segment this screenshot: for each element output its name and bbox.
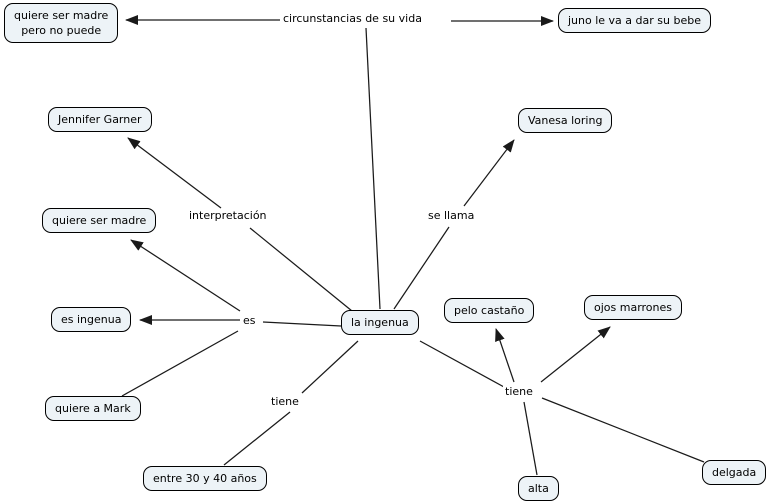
concept-jennifer-garner[interactable]: Jennifer Garner [48, 107, 152, 132]
linking-phrase-tiene-left[interactable]: tiene [269, 395, 301, 409]
connector-es-to-quiere-a-mark [121, 330, 239, 397]
linking-phrase-tiene-right[interactable]: tiene [503, 385, 535, 399]
concept-alta[interactable]: alta [518, 476, 559, 501]
concept-entre-30-y-40-anos[interactable]: entre 30 y 40 años [143, 466, 267, 491]
concept-quiere-a-mark[interactable]: quiere a Mark [45, 396, 141, 421]
linking-phrase-es[interactable]: es [241, 314, 258, 328]
connector-la-ingenua-to-interpretacion [249, 227, 353, 312]
connector-se-llama-to-vanesa-loring [463, 139, 515, 207]
concept-quiere-ser-madre-pero-no-puede[interactable]: quiere ser madre pero no puede [4, 3, 119, 43]
concept-ojos-marrones[interactable]: ojos marrones [584, 295, 683, 320]
concept-vanesa-loring[interactable]: Vanesa loring [518, 108, 613, 133]
connector-la-ingenua-to-circunstancias [365, 27, 381, 310]
connector-la-ingenua-to-tiene-right [419, 340, 505, 388]
connector-la-ingenua-to-se-llama [393, 226, 450, 310]
concept-delgada[interactable]: delgada [702, 460, 766, 485]
connector-tiene-right-to-pelo-castano [495, 328, 515, 383]
concept-quiere-ser-madre[interactable]: quiere ser madre [42, 208, 157, 233]
connector-la-ingenua-to-es [262, 321, 342, 327]
concept-pelo-castano[interactable]: pelo castaño [444, 298, 535, 323]
connector-tiene-right-to-alta [523, 401, 538, 476]
linking-phrase-se-llama[interactable]: se llama [426, 209, 477, 223]
linking-phrase-circunstancias-de-su-vida[interactable]: circunstancias de su vida [281, 12, 424, 26]
connector-la-ingenua-to-tiene-left [301, 340, 359, 394]
connector-interpretacion-to-jennifer-garner [127, 137, 222, 209]
connector-es-to-quiere-ser-madre [130, 239, 241, 312]
connector-tiene-right-to-ojos-marrones [540, 326, 611, 383]
concept-la-ingenua[interactable]: la ingenua [341, 310, 419, 335]
linking-phrase-interpretacion[interactable]: interpretación [187, 209, 269, 223]
concept-es-ingenua[interactable]: es ingenua [51, 307, 132, 332]
connector-tiene-right-to-delgada [541, 397, 705, 463]
connector-tiene-left-to-entre-30-y-40-anos [223, 411, 291, 466]
concept-juno-le-va-a-dar-su-bebe[interactable]: juno le va a dar su bebe [558, 8, 711, 33]
